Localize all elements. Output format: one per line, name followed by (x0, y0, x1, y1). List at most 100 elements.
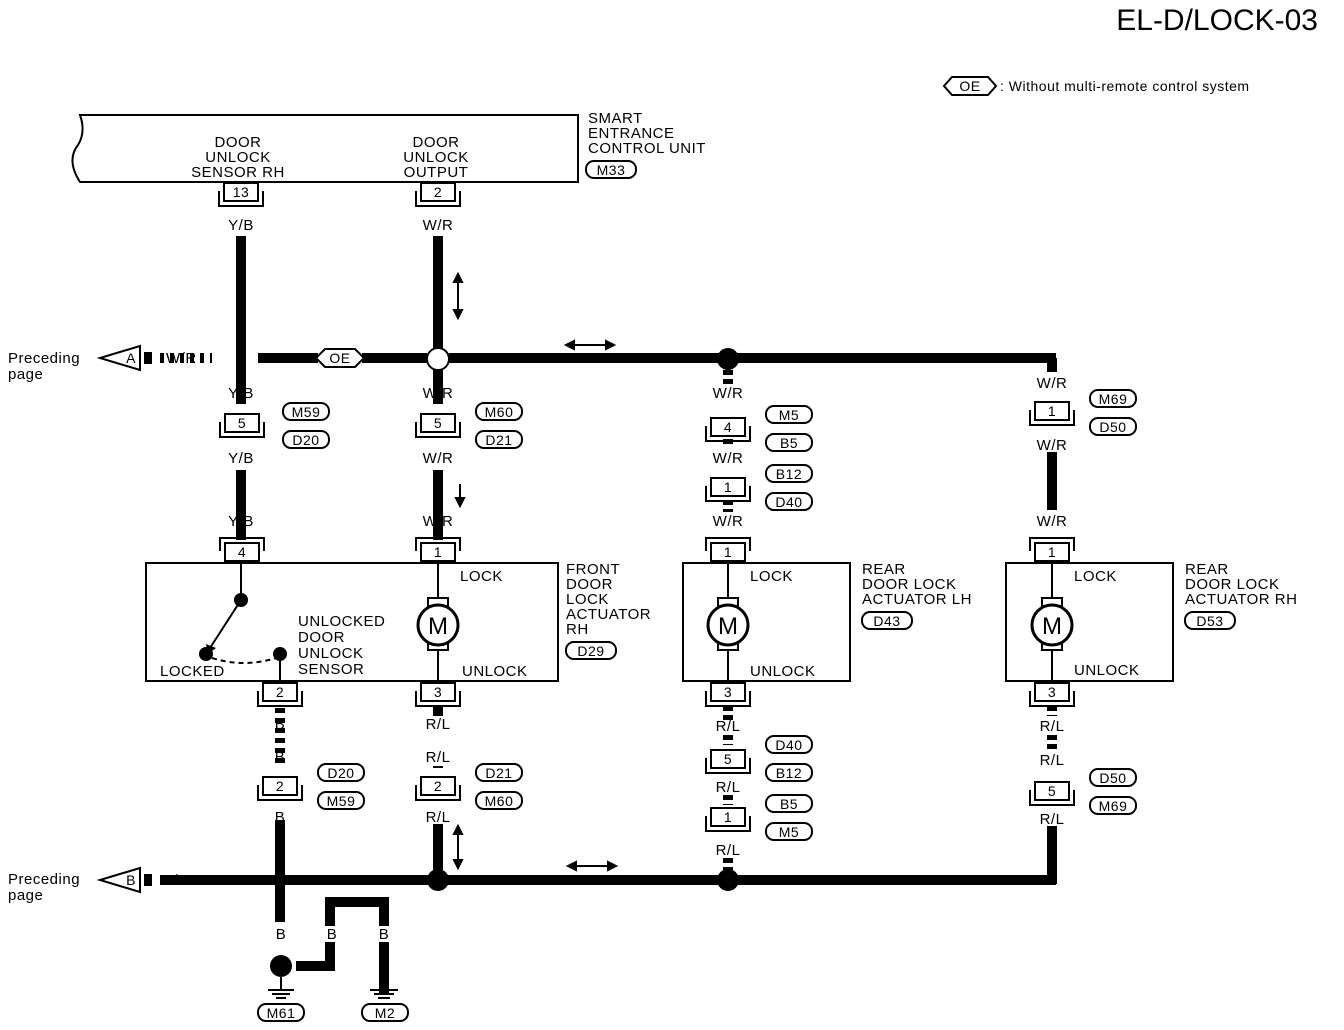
offpage-a: Preceding page A W/R (8, 344, 196, 383)
col2-conn2: 2 D21 M60 (415, 763, 523, 810)
col1-act-pin: 4 (219, 537, 265, 562)
locked-label: LOCKED (160, 663, 225, 680)
svg-text:B5: B5 (780, 796, 798, 812)
svg-text:5: 5 (724, 751, 732, 767)
lock-label: LOCK (1074, 568, 1117, 585)
wire-label: B (275, 749, 286, 766)
oe-tag: OE (329, 350, 350, 366)
wire-label: R/L (716, 779, 741, 796)
front-act-line3: LOCK (566, 591, 609, 608)
rear-lh-actuator: M LOCK UNLOCK REAR DOOR LOCK ACTUATOR LH… (682, 561, 972, 682)
splice (427, 869, 449, 891)
svg-text:M69: M69 (1099, 391, 1128, 407)
legend-text: : Without multi-remote control system (1000, 78, 1250, 94)
cu-term2-line1: DOOR (413, 134, 460, 151)
svg-text:M5: M5 (779, 407, 799, 423)
ground-connector-oval (257, 1003, 305, 1022)
wire-label: Y/B (228, 385, 254, 402)
cu-term2-line3: OUTPUT (404, 164, 469, 181)
wire-label: R/L (426, 749, 451, 766)
offpage-b-line2: page (8, 887, 43, 904)
wire-label: W/R (423, 513, 454, 530)
rear-lh-line2: DOOR LOCK (862, 576, 957, 593)
splice (270, 955, 292, 977)
rear-rh-line3: ACTUATOR RH (1185, 591, 1297, 608)
svg-text:13: 13 (233, 184, 250, 200)
motor-icon (1030, 603, 1074, 647)
cu-pin-2: 2 (415, 182, 461, 207)
svg-text:B12: B12 (776, 466, 802, 482)
svg-text:D20: D20 (327, 765, 354, 781)
sensor-line2: DOOR (298, 629, 345, 646)
rear-rh-actuator: M LOCK UNLOCK REAR DOOR LOCK ACTUATOR RH… (1005, 561, 1297, 682)
svg-text:1: 1 (434, 544, 442, 560)
svg-text:M: M (1042, 613, 1062, 640)
col4-conn-b: 5 D50 M69 (1029, 768, 1137, 815)
rear-rh-line2: DOOR LOCK (1185, 576, 1280, 593)
rear-lh-line3: ACTUATOR LH (862, 591, 972, 608)
cu-connector: M33 (597, 162, 626, 178)
svg-text:3: 3 (724, 684, 732, 700)
svg-text:D21: D21 (485, 432, 512, 448)
wire-label: Y/B (228, 513, 254, 530)
offpage-a-line1: Preceding (8, 350, 80, 367)
wire-label: B (379, 926, 390, 943)
svg-text:M: M (718, 613, 738, 640)
wire-label: W/R (1037, 437, 1068, 454)
col3-act-pin: 1 (705, 537, 751, 562)
cu-term2-line2: UNLOCK (403, 149, 469, 166)
wire-label: W/R (1037, 513, 1068, 530)
svg-text:M60: M60 (485, 793, 514, 809)
svg-text:2: 2 (276, 778, 284, 794)
wire-label: R/L (1040, 718, 1065, 735)
col4-conn-a: 1 M69 D50 (1029, 389, 1137, 436)
front-act-line2: DOOR (566, 576, 613, 593)
cu-term1-line2: UNLOCK (205, 149, 271, 166)
sensor-line1: UNLOCKED (298, 613, 385, 630)
cu-pin-13: 13 (218, 182, 264, 207)
svg-text:3: 3 (434, 684, 442, 700)
col2-act-pin: 1 (415, 537, 461, 562)
splice (717, 348, 739, 370)
svg-text:M59: M59 (292, 404, 321, 420)
svg-text:D21: D21 (485, 765, 512, 781)
wire-label: W/R (713, 450, 744, 467)
wire-label: B (276, 926, 287, 943)
unlock-label: UNLOCK (750, 663, 816, 680)
offpage-b-letter: B (126, 872, 136, 888)
rear-rh-line1: REAR (1185, 561, 1229, 578)
col4-act-pin: 1 (1029, 537, 1075, 562)
cu-connector-oval (585, 160, 637, 179)
front-act-connector: D29 (577, 643, 604, 659)
svg-text:M59: M59 (327, 793, 356, 809)
svg-text:4: 4 (724, 419, 732, 435)
svg-text:M60: M60 (485, 404, 514, 420)
col1-sensor-pin: 2 (257, 682, 303, 707)
svg-text:1: 1 (724, 479, 732, 495)
svg-text:D20: D20 (292, 432, 319, 448)
wire-label: Y/B (228, 450, 254, 467)
lock-label: LOCK (750, 568, 793, 585)
col3-conn-b: 1 B12 D40 (705, 464, 813, 511)
wire-label: B (327, 926, 338, 943)
ground-icon (268, 976, 294, 999)
svg-text:3: 3 (1048, 684, 1056, 700)
offpage-a-arrow (96, 344, 141, 372)
wire-label: R/L (716, 718, 741, 735)
wire-label: W/R (1037, 375, 1068, 392)
front-actuator: LOCKED UNLOCKED DOOR UNLOCK SENSOR M LOC… (145, 561, 651, 682)
cu-name-line3: CONTROL UNIT (588, 140, 706, 157)
legend: OE : Without multi-remote control system (942, 76, 1250, 96)
wire-label: B (275, 716, 286, 733)
ground-icon (370, 989, 398, 999)
svg-text:D50: D50 (1099, 770, 1126, 786)
cu-term1-line3: SENSOR RH (191, 164, 285, 181)
svg-text:5: 5 (434, 415, 442, 431)
offpage-a-letter: A (126, 350, 136, 366)
svg-text:5: 5 (1048, 783, 1056, 799)
ground-m2: M2 (375, 1005, 395, 1021)
splice (717, 869, 739, 891)
lock-label: LOCK (460, 568, 503, 585)
svg-text:1: 1 (1048, 544, 1056, 560)
col2-bottom-pin: 3 (415, 682, 461, 707)
